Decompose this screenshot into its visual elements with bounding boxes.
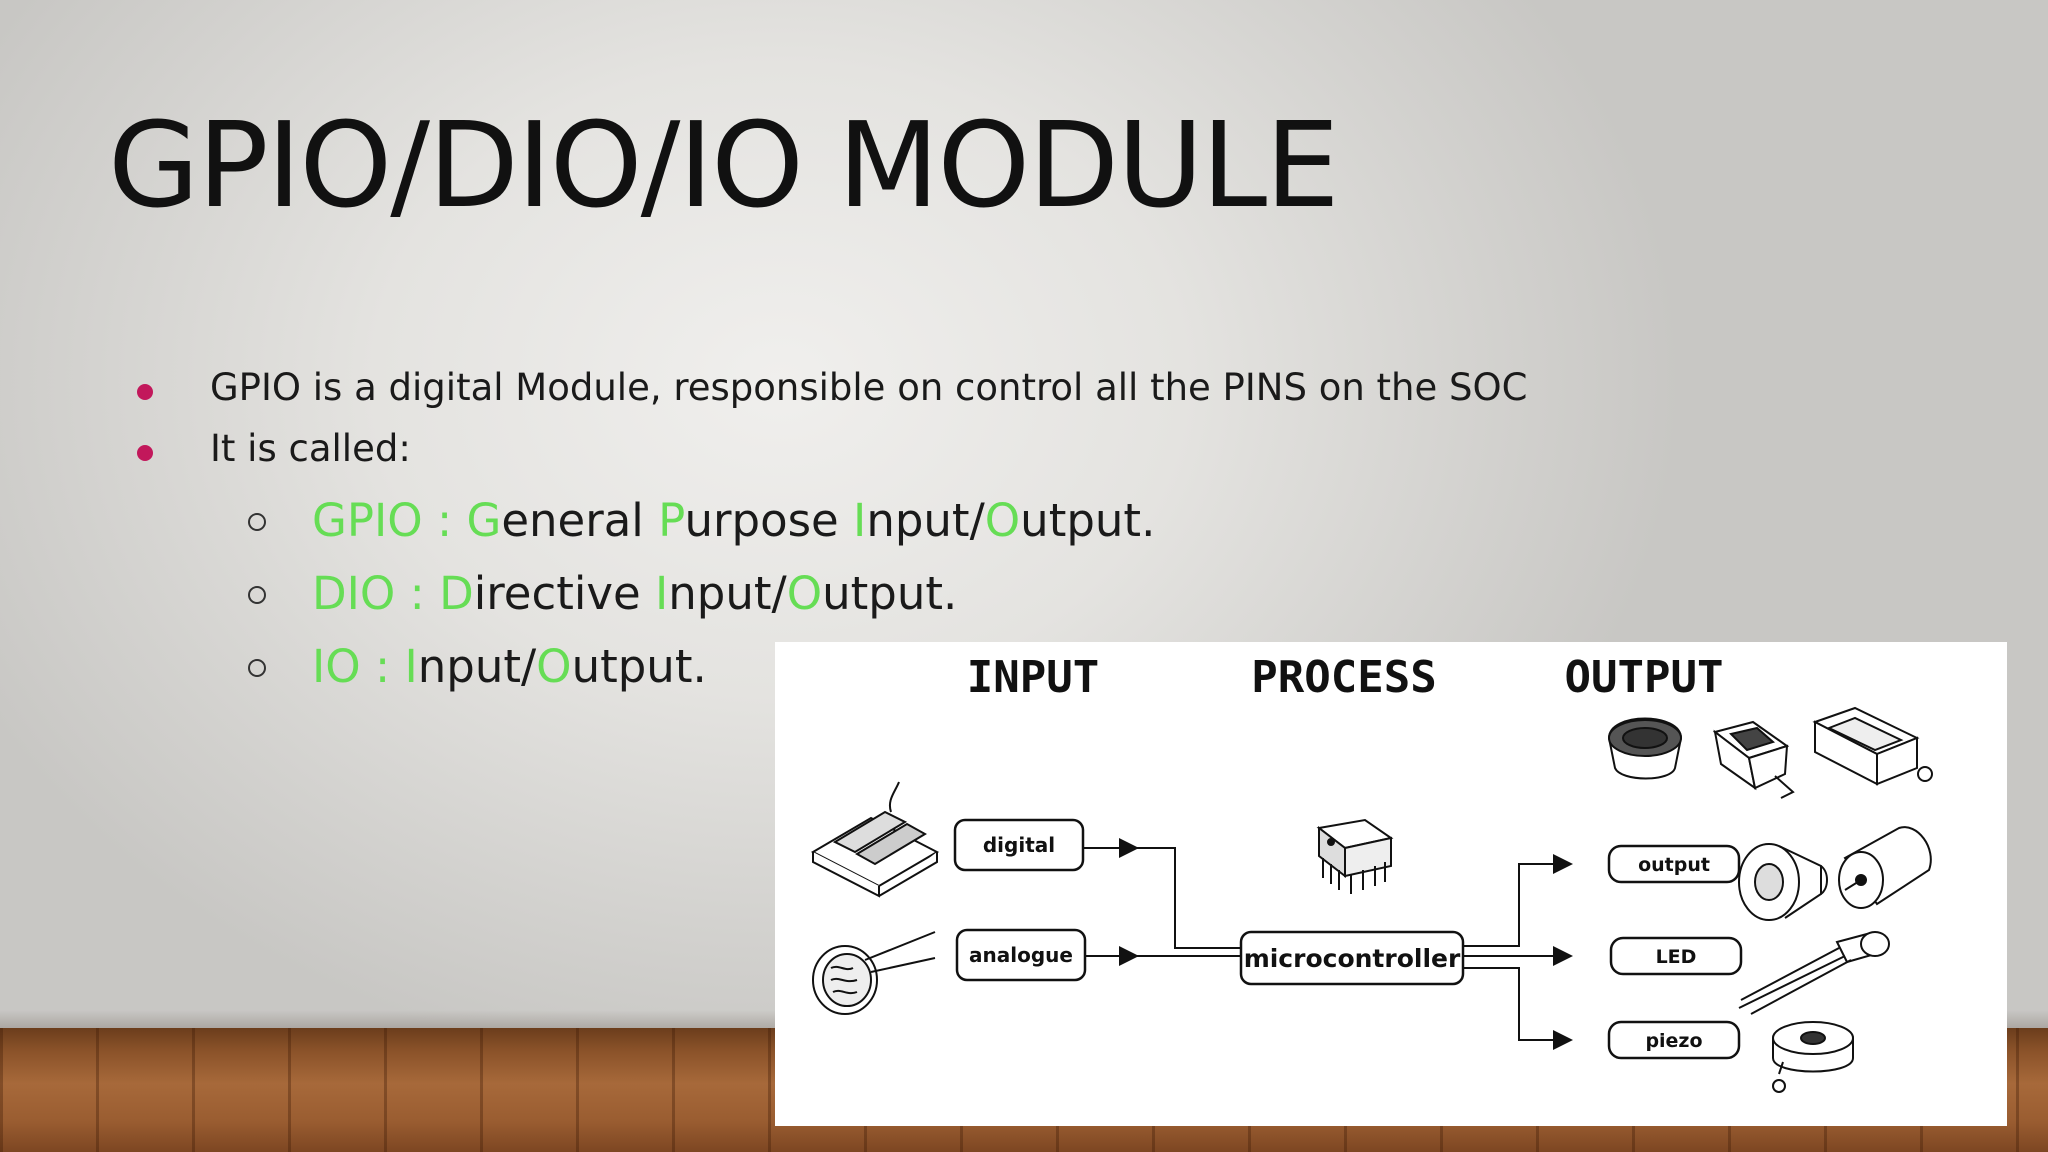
text-segment: utput. xyxy=(1020,494,1156,547)
bullet-text: It is called: xyxy=(210,427,411,470)
text-segment: DIO : D xyxy=(312,567,474,620)
text-segment: O xyxy=(786,567,823,620)
photoresistor-icon xyxy=(812,931,936,1015)
input-label-digital: digital xyxy=(983,833,1055,857)
switch-icon xyxy=(810,781,940,898)
bullet-text: GPIO is a digital Module, responsible on… xyxy=(210,366,1528,409)
header-output: OUTPUT xyxy=(1565,652,1724,703)
sub-bullet-ring-icon xyxy=(248,513,266,531)
output-box-output xyxy=(1607,844,1741,884)
text-segment: I xyxy=(654,567,669,620)
io-diagram: INPUT PROCESS OUTPUT digital xyxy=(775,642,2007,1126)
input-label-analogue: analogue xyxy=(969,943,1073,967)
text-segment: I xyxy=(853,494,867,547)
led-icon xyxy=(1738,931,1890,1015)
text-segment: IO : I xyxy=(312,640,418,693)
io-diagram-svg: INPUT PROCESS OUTPUT digital xyxy=(810,652,1933,1093)
sub-item-gpio: GPIO : General Purpose Input/Output. xyxy=(312,494,1155,547)
horn-icon xyxy=(1738,843,1828,921)
text-segment: nput/ xyxy=(417,640,537,693)
slide-title: GPIO/DIO/IO MODULE xyxy=(108,96,1340,234)
text-segment: nput/ xyxy=(668,567,787,620)
header-process: PROCESS xyxy=(1251,652,1436,703)
output-label-output: output xyxy=(1638,854,1710,876)
piezo-icon xyxy=(1772,1021,1854,1093)
text-segment: P xyxy=(658,494,685,547)
text-segment: urpose xyxy=(684,494,854,547)
header-input: INPUT xyxy=(967,652,1099,703)
text-segment: utput. xyxy=(571,640,707,693)
input-connectors xyxy=(1083,838,1241,966)
buzzer-icon xyxy=(1712,720,1795,799)
text-segment: eneral xyxy=(501,494,659,547)
output-box-led xyxy=(1609,936,1743,976)
ic-chip-icon xyxy=(1316,818,1394,894)
motor-icon xyxy=(1838,826,1932,909)
output-connectors xyxy=(1463,854,1573,1050)
process-box xyxy=(1239,930,1465,986)
text-segment: GPIO : G xyxy=(312,494,502,547)
sub-item-dio: DIO : Directive Input/Output. xyxy=(312,567,957,620)
bullet-dot-icon xyxy=(137,384,153,400)
text-segment: utput. xyxy=(822,567,958,620)
solenoid-icon xyxy=(1812,706,1933,786)
output-label-piezo: piezo xyxy=(1645,1030,1702,1052)
sub-item-io: IO : Input/Output. xyxy=(312,640,707,693)
output-box-piezo xyxy=(1607,1020,1741,1060)
process-label: microcontroller xyxy=(1244,944,1461,973)
text-segment: irective xyxy=(473,567,655,620)
bullet-dot-icon xyxy=(137,445,153,461)
text-segment: O xyxy=(536,640,572,693)
text-segment: O xyxy=(984,494,1021,547)
output-label-led: LED xyxy=(1656,946,1697,968)
input-box-digital xyxy=(953,818,1085,872)
speaker-icon xyxy=(1607,717,1683,780)
sub-bullet-ring-icon xyxy=(248,586,266,604)
text-segment: nput/ xyxy=(866,494,985,547)
sub-bullet-ring-icon xyxy=(248,659,266,677)
